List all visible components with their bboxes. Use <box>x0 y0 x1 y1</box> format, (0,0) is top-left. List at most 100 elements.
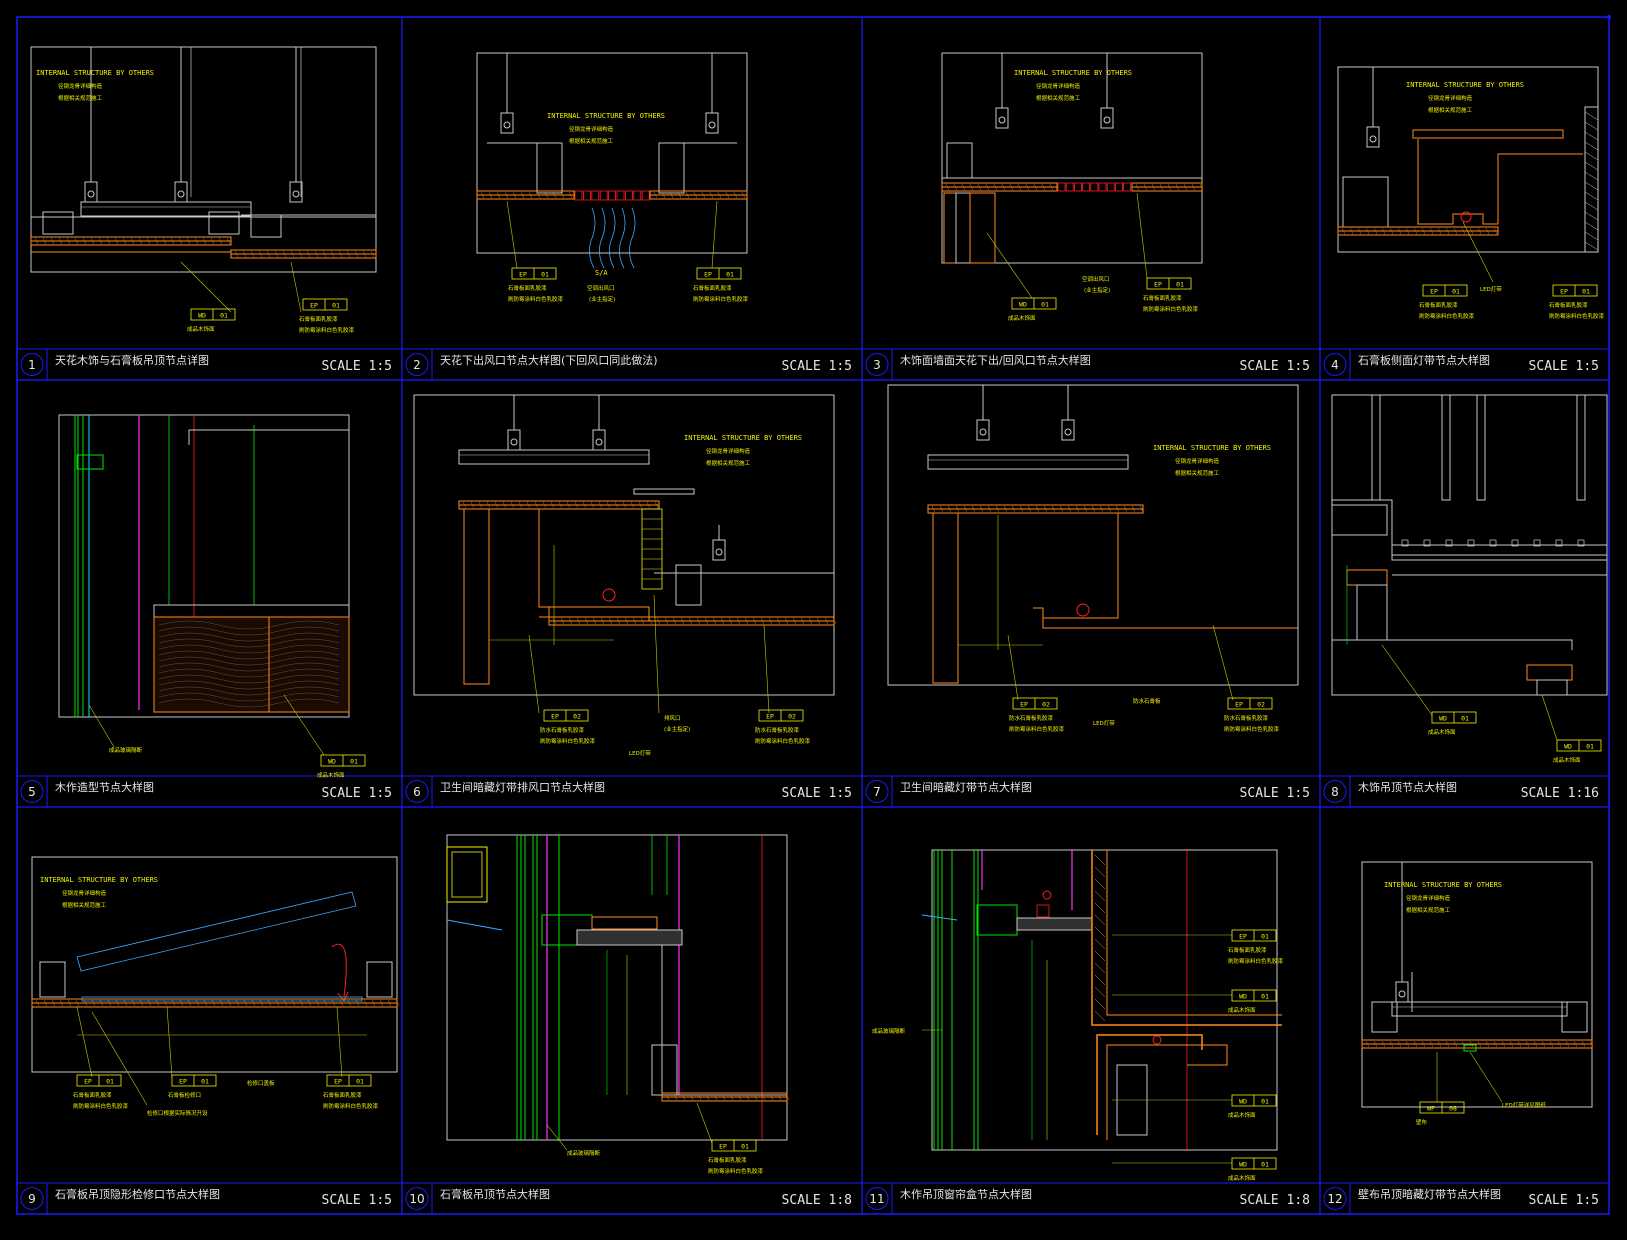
hatch <box>931 505 936 513</box>
hatch <box>306 250 311 258</box>
hatch <box>745 1093 750 1101</box>
hatch <box>526 501 531 509</box>
internal-structure-note: INTERNAL STRUCTURE BY OTHERS <box>1014 69 1132 77</box>
gypsum-board <box>941 182 1058 188</box>
detail-viewport <box>1361 861 1593 1108</box>
hatch <box>961 183 966 191</box>
tag-code: WD <box>1239 993 1247 1001</box>
wood-cornice <box>1526 664 1573 681</box>
tag-desc: 石膏板面乳胶漆 <box>693 284 732 292</box>
wood-grain <box>158 668 340 678</box>
detail-number-bubble <box>20 780 44 803</box>
tag-desc: 刷防霉涂料白色乳胶漆 <box>73 1102 129 1110</box>
wood-strip <box>1476 394 1486 501</box>
hatch <box>689 1093 694 1101</box>
hatch <box>1035 505 1040 513</box>
gypsum-board <box>230 249 377 255</box>
grille-slot <box>1065 182 1074 192</box>
hatch <box>1581 1040 1586 1048</box>
detail-viewport <box>413 394 835 696</box>
hatch <box>1405 1040 1410 1048</box>
wood-grain <box>158 674 340 684</box>
tag-code: EP <box>334 1078 342 1086</box>
curtain-box <box>1106 1044 1228 1140</box>
hatch <box>1099 505 1104 513</box>
detail-title: 木饰吊顶节点大样图 <box>1358 780 1457 794</box>
hatch <box>67 999 72 1007</box>
led-label: LED灯带 <box>1093 719 1115 727</box>
hatch <box>987 505 992 513</box>
hatch <box>494 501 499 509</box>
hanger-clip <box>289 181 303 203</box>
led-light-icon <box>1076 603 1090 617</box>
tag-number: 01 <box>1461 715 1469 723</box>
hatch <box>761 1093 766 1101</box>
cove-base <box>549 606 650 622</box>
detail-number-bubble <box>20 1187 44 1210</box>
ceiling-frame <box>576 929 683 946</box>
wood-grain <box>158 626 340 636</box>
gypsum-board <box>661 1096 788 1102</box>
hatch <box>1139 505 1144 513</box>
clip <box>39 961 66 998</box>
tag-number: 01 <box>1261 1098 1269 1106</box>
carrier-clip <box>675 564 702 606</box>
hatch <box>1159 183 1164 191</box>
wood-panel-outline <box>1091 850 1282 1026</box>
hatch <box>697 1093 702 1101</box>
tag-desc: 壁布 <box>1416 1118 1428 1126</box>
curtain-box <box>1096 1034 1203 1135</box>
clip <box>946 142 973 179</box>
wood-grain <box>158 632 340 642</box>
structure-note: 径钢龙骨详细构造 <box>569 125 614 133</box>
tag-desc: 刷防霉涂料白色乳胶漆 <box>1009 725 1065 733</box>
hatch <box>510 501 515 509</box>
hatch <box>654 501 659 509</box>
hatch <box>66 237 71 245</box>
hatch <box>1584 121 1599 131</box>
hatch <box>769 1093 774 1101</box>
tag-number: 01 <box>1586 743 1594 751</box>
detail-number: 5 <box>28 785 36 799</box>
tag-number: 02 <box>788 713 796 721</box>
hatch <box>741 191 746 199</box>
leader <box>1136 192 1148 279</box>
tag-desc: 石膏板面乳胶漆 <box>299 315 338 323</box>
hatch <box>669 191 674 199</box>
internal-structure-note: INTERNAL STRUCTURE BY OTHERS <box>1384 881 1502 889</box>
panel-joint <box>1577 539 1585 547</box>
hatch <box>696 617 701 625</box>
structure-note: 根据相关规范施工 <box>62 901 107 909</box>
exhaust-label: 排风口 <box>664 714 681 722</box>
hanger-clip <box>712 539 726 561</box>
hatch <box>753 1093 758 1101</box>
tag-desc: 成品木饰面 <box>1428 728 1456 736</box>
hatch <box>568 617 573 625</box>
hatch <box>1493 1040 1498 1048</box>
hatch <box>568 191 573 199</box>
hatch <box>733 191 738 199</box>
gypsum-board <box>458 504 660 510</box>
grille-slot <box>1098 182 1107 192</box>
structure-note: 径钢龙骨详细构造 <box>1175 457 1220 465</box>
tube-outer <box>446 846 488 903</box>
hatch <box>680 617 685 625</box>
hanger-bolt <box>979 428 987 436</box>
hatch <box>656 617 661 625</box>
curtain-track-icon <box>1042 890 1052 900</box>
tag-desc: 成品木饰面 <box>1228 1006 1256 1014</box>
hatch <box>1584 221 1599 231</box>
hanger-bolt <box>1369 135 1377 143</box>
hatch <box>371 999 376 1007</box>
hatch <box>1199 183 1204 191</box>
hatch <box>832 617 837 625</box>
airflow-arrow <box>599 207 606 269</box>
hatch <box>955 505 960 513</box>
hatch <box>322 250 327 258</box>
hatch <box>210 237 215 245</box>
leader <box>166 1006 173 1078</box>
